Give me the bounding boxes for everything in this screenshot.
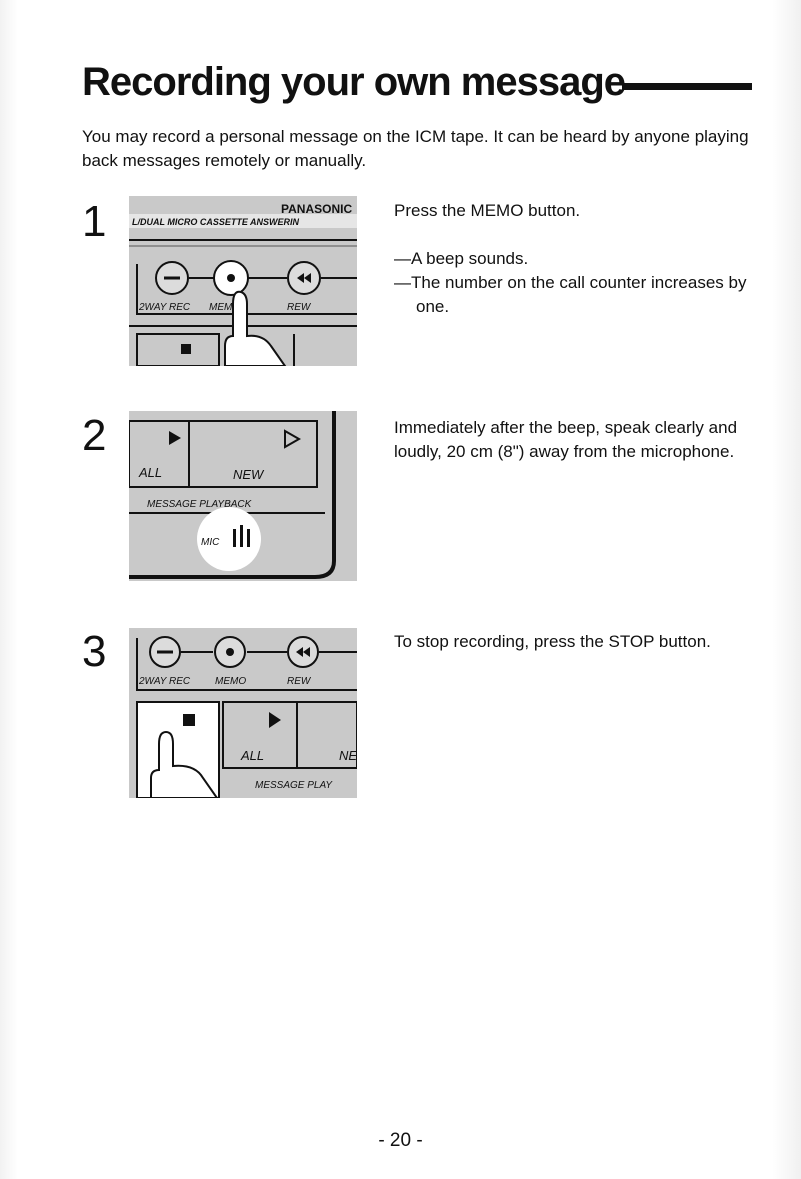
step-3-text: To stop recording, press the STOP button… bbox=[394, 630, 754, 654]
page-number: - 20 - bbox=[378, 1130, 423, 1151]
mic-highlight bbox=[197, 507, 261, 571]
title-rule bbox=[622, 83, 752, 90]
step-2-drawing: ALL NEW MESSAGE PLAYBACK MIC bbox=[129, 411, 357, 581]
step-1-number: 1 bbox=[82, 197, 107, 246]
btn-label-ne: NE bbox=[339, 748, 357, 763]
step-3-instruction: To stop recording, press the STOP button… bbox=[394, 632, 711, 651]
step-1-illustration: PANASONIC L/DUAL MICRO CASSETTE ANSWERIN… bbox=[129, 196, 357, 366]
mic-label: MIC bbox=[201, 537, 220, 548]
step-3-illustration: 2WAY REC MEMO REW ALL NE MESSAGE PLAY bbox=[129, 628, 357, 798]
step-2-number: 2 bbox=[82, 411, 107, 460]
step-2-illustration: ALL NEW MESSAGE PLAYBACK MIC bbox=[129, 411, 357, 581]
btn-label-2way: 2WAY REC bbox=[138, 676, 191, 687]
step-2-text: Immediately after the beep, speak clearl… bbox=[394, 416, 754, 464]
btn-label-all: ALL bbox=[240, 748, 264, 763]
step-3-drawing: 2WAY REC MEMO REW ALL NE MESSAGE PLAY bbox=[129, 628, 357, 798]
step-3-number: 3 bbox=[82, 627, 107, 676]
btn-label-rew: REW bbox=[287, 302, 312, 313]
step-1-drawing: PANASONIC L/DUAL MICRO CASSETTE ANSWERIN… bbox=[129, 196, 357, 366]
btn-label-new: NEW bbox=[233, 467, 265, 482]
btn-label-all: ALL bbox=[138, 465, 162, 480]
btn-label-memo: MEMO bbox=[215, 676, 246, 687]
step-1-result-1: —A beep sounds. bbox=[394, 249, 529, 268]
message-playback-label: MESSAGE PLAYBACK bbox=[147, 499, 253, 510]
pointing-finger bbox=[150, 730, 219, 798]
page-title: Recording your own message bbox=[82, 60, 626, 104]
intro-paragraph: You may record a personal message on the… bbox=[82, 127, 749, 170]
btn-label-rew: REW bbox=[287, 676, 312, 687]
step-2-instruction: Immediately after the beep, speak clearl… bbox=[394, 418, 738, 461]
btn-label-memo: MEMO bbox=[209, 302, 240, 313]
step-1-text: Press the MEMO button. —A beep sounds. —… bbox=[394, 199, 754, 319]
title-row: Recording your own message bbox=[82, 60, 754, 110]
step-1-result-2: —The number on the call counter increase… bbox=[394, 273, 747, 316]
btn-label-2way: 2WAY REC bbox=[138, 302, 191, 313]
device-label: L/DUAL MICRO CASSETTE ANSWERIN bbox=[132, 217, 300, 227]
pointing-finger bbox=[224, 290, 287, 366]
message-play-label: MESSAGE PLAY bbox=[255, 780, 333, 791]
brand-label: PANASONIC bbox=[281, 202, 352, 216]
step-1-instruction: Press the MEMO button. bbox=[394, 201, 581, 220]
